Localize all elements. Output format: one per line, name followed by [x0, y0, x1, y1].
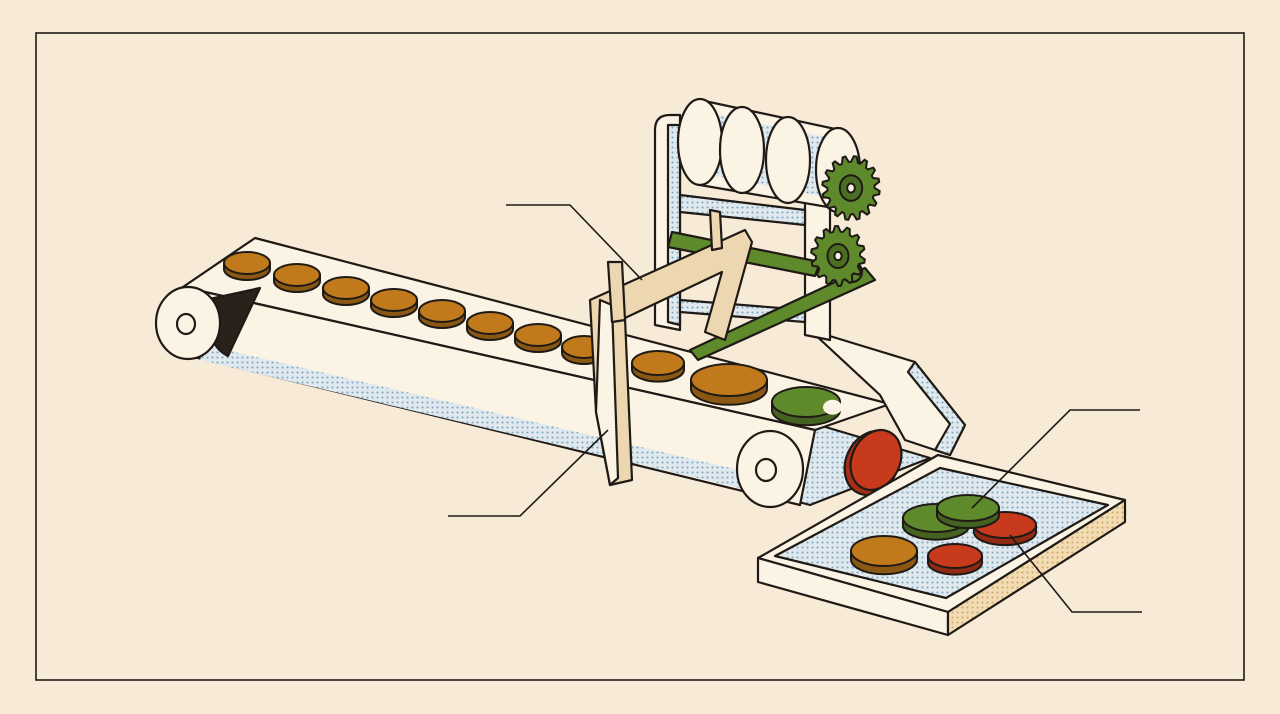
belt-coin [370, 288, 418, 319]
tray-coins [850, 494, 1037, 576]
belt-coin [322, 276, 370, 307]
leader-line-caliper [506, 204, 643, 281]
belt-coin [223, 251, 271, 282]
right-roller-axle [754, 457, 778, 483]
roller-assembly [653, 97, 877, 362]
leader-line-accepted [971, 409, 1140, 509]
caliper-back-jaw [708, 208, 724, 252]
belt-coin [466, 311, 514, 342]
caliper-gauge [588, 208, 754, 487]
lower-gear-icon [810, 224, 866, 288]
leader-line-caliper-base [448, 429, 609, 517]
belt-coin [273, 263, 321, 294]
falling-coin-face [849, 429, 903, 491]
caliper-front-jaw [606, 260, 627, 324]
tray-coin [927, 543, 983, 576]
leader-line-rejected [1009, 534, 1142, 613]
belt-end-panel-edge [906, 360, 967, 457]
roller-drum-ring-2 [718, 105, 766, 195]
left-roller-axle [175, 312, 197, 336]
roller-drum-ring-3 [764, 115, 812, 205]
drum-stand-cross [678, 193, 807, 227]
roller-drum-ring-1 [676, 97, 724, 187]
green-linkage-arm [688, 266, 877, 362]
belt-coin [631, 350, 685, 383]
tray-coin [850, 535, 918, 576]
belt-coin [418, 299, 466, 330]
diagram-frame [35, 32, 1245, 681]
bitten-belt-coin [771, 386, 843, 427]
falling-rejected-coin [843, 429, 903, 496]
large-belt-coin [690, 363, 768, 406]
belt-coin [514, 323, 562, 354]
belt-front-shade [200, 345, 795, 500]
upper-gear-icon [821, 155, 881, 221]
callout-leaders [448, 204, 1142, 613]
gear-train [810, 155, 881, 288]
tray-coin [936, 494, 1000, 530]
